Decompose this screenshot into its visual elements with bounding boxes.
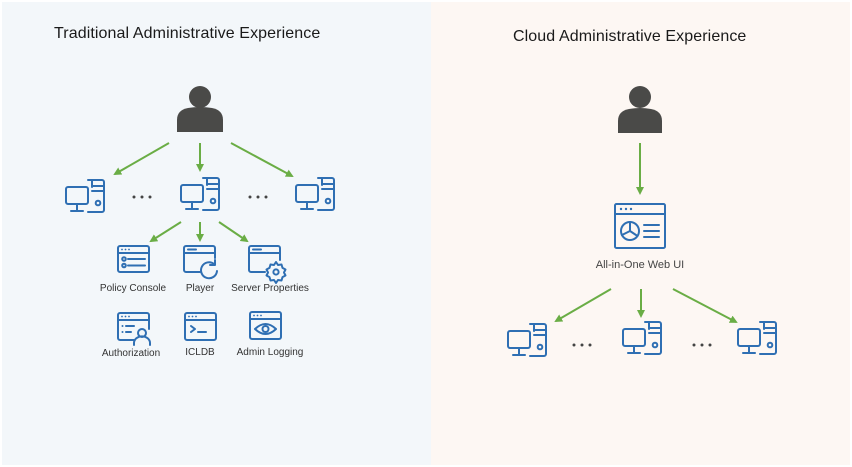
cloud-person-icon	[618, 86, 662, 133]
web-ui-label: All-in-One Web UI	[595, 259, 685, 271]
tool-label-admin-logging: Admin Logging	[236, 347, 304, 358]
dashboard-window-icon	[614, 203, 666, 249]
window-refresh-icon	[183, 245, 218, 280]
tool-label-authorization: Authorization	[101, 348, 161, 359]
arrow-to-cloud-server-3	[672, 288, 738, 323]
arrow-to-policy-console	[149, 221, 182, 243]
terminal-window-icon	[184, 312, 217, 341]
computer-server-icon	[179, 176, 221, 212]
window-gear-icon	[248, 245, 287, 284]
tool-label-icldb: ICLDB	[185, 347, 215, 358]
ellipsis-icon	[572, 343, 592, 347]
arrow-to-server-3	[230, 142, 294, 177]
arrow-to-server-1	[113, 142, 170, 175]
computer-server-icon	[64, 178, 106, 214]
ellipsis-icon	[248, 195, 268, 199]
traditional-person-icon	[177, 86, 223, 132]
window-eye-icon	[249, 311, 282, 340]
tool-label-player: Player	[185, 283, 215, 294]
computer-server-icon	[294, 176, 336, 212]
arrow-to-server-properties	[218, 221, 249, 243]
computer-server-icon	[506, 322, 548, 358]
ellipsis-icon	[132, 195, 152, 199]
window-user-icon	[117, 312, 151, 346]
traditional-panel	[2, 2, 431, 465]
tool-label-server-properties: Server Properties	[231, 283, 309, 294]
arrow-to-cloud-server-1	[554, 288, 612, 323]
cloud-panel	[431, 2, 850, 465]
ellipsis-icon	[692, 343, 712, 347]
computer-server-icon	[736, 320, 778, 356]
traditional-title: Traditional Administrative Experience	[54, 25, 321, 42]
cloud-title: Cloud Administrative Experience	[513, 28, 747, 45]
tool-label-policy-console: Policy Console	[99, 283, 167, 294]
computer-server-icon	[621, 320, 663, 356]
console-list-icon	[117, 245, 150, 273]
